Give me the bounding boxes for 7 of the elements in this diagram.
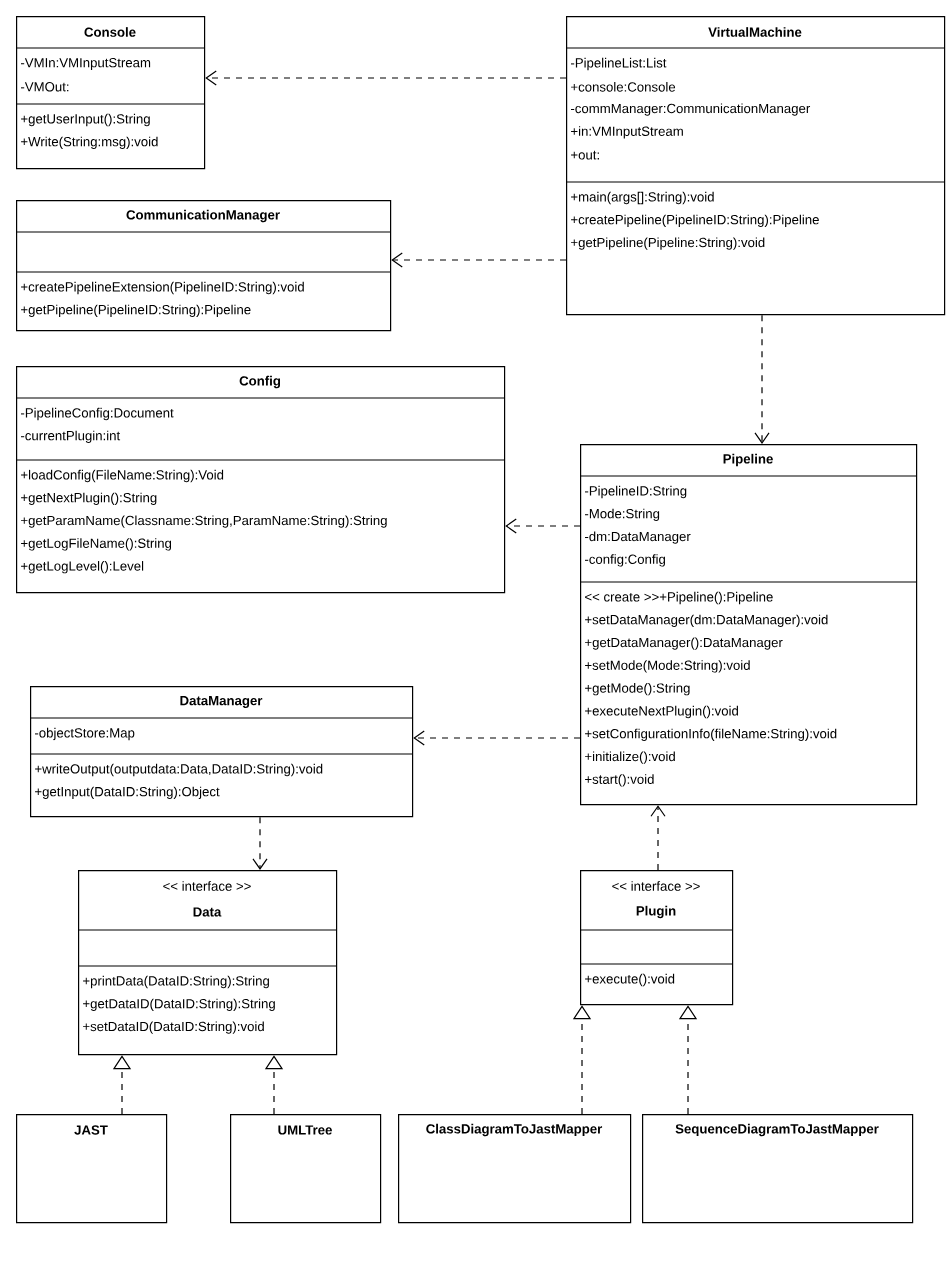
dependency-arrow [391,252,567,268]
dependency-arrow [650,805,666,871]
dependency-arrow [205,70,567,86]
dependency-arrow [252,816,268,870]
dependency-arrow [505,518,581,534]
dependency-arrow [754,314,770,444]
dependency-arrow [413,730,581,746]
